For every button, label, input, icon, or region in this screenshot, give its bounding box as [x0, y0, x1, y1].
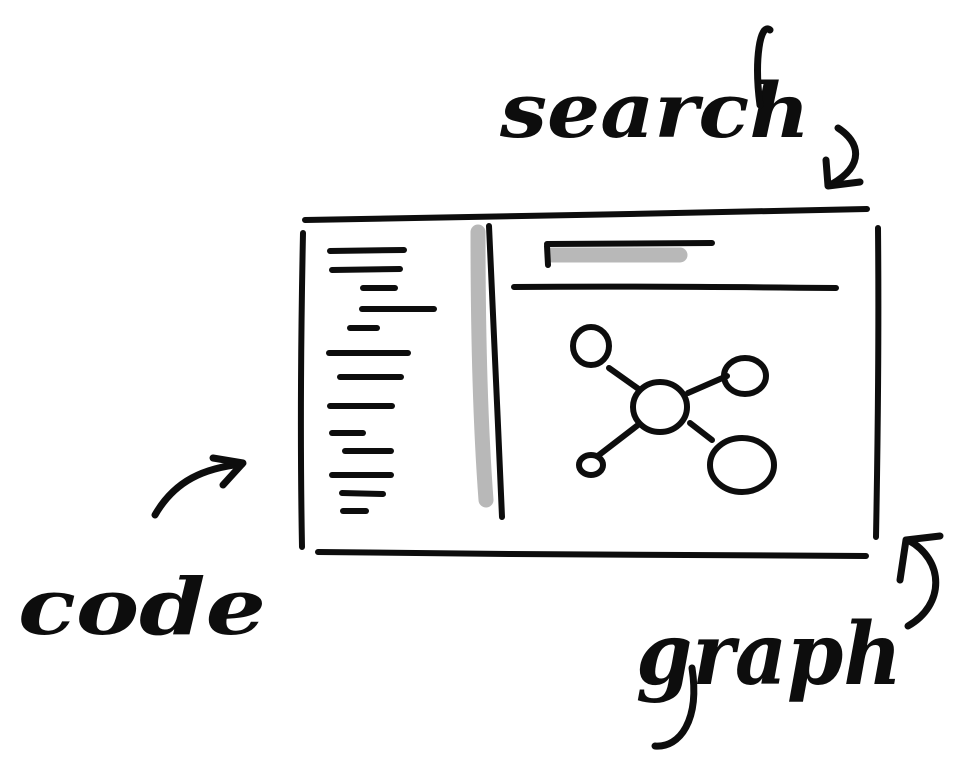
window-top-edge	[302, 206, 870, 223]
graph-edge	[606, 365, 643, 393]
search-bar[interactable]	[511, 240, 839, 291]
search-h-ascender	[754, 25, 774, 109]
graph-node[interactable]	[570, 324, 612, 368]
window-bottom-edge	[315, 549, 869, 559]
code-scrollbar[interactable]	[470, 224, 494, 508]
graph-edges	[596, 365, 730, 458]
graph-g-descender	[651, 664, 698, 750]
graph-edge	[687, 420, 715, 443]
code-line	[339, 490, 386, 497]
annotation-code: code	[18, 454, 266, 653]
code-line	[327, 247, 407, 254]
graph-node[interactable]	[721, 355, 769, 397]
search-label: search	[499, 66, 810, 155]
graph-arrow-head	[896, 532, 944, 584]
search-input-left-edge	[544, 243, 551, 268]
graph-nodes	[570, 324, 777, 495]
app-window-frame	[297, 206, 882, 559]
code-arrow-head	[209, 454, 247, 489]
code-lines	[326, 247, 437, 514]
annotation-graph: graph	[636, 532, 944, 750]
graph-panel	[570, 324, 777, 495]
window-right-edge	[873, 225, 882, 540]
search-underline-divider	[511, 283, 839, 291]
graph-node[interactable]	[576, 452, 606, 478]
graph-arrow	[904, 536, 940, 630]
graph-node-central[interactable]	[630, 379, 690, 435]
code-label: code	[18, 562, 266, 653]
window-left-edge	[297, 230, 306, 550]
search-arrow-head	[822, 156, 864, 190]
panel-divider	[486, 223, 505, 520]
search-arrow	[828, 124, 860, 188]
graph-label: graph	[636, 604, 902, 705]
graph-edge	[596, 422, 641, 458]
code-arrow	[151, 460, 246, 519]
graph-edge	[685, 373, 730, 396]
graph-node[interactable]	[707, 435, 777, 495]
code-panel	[326, 223, 505, 520]
code-line	[329, 266, 403, 273]
search-input-top-edge	[544, 240, 715, 247]
annotation-search: search	[499, 25, 864, 190]
